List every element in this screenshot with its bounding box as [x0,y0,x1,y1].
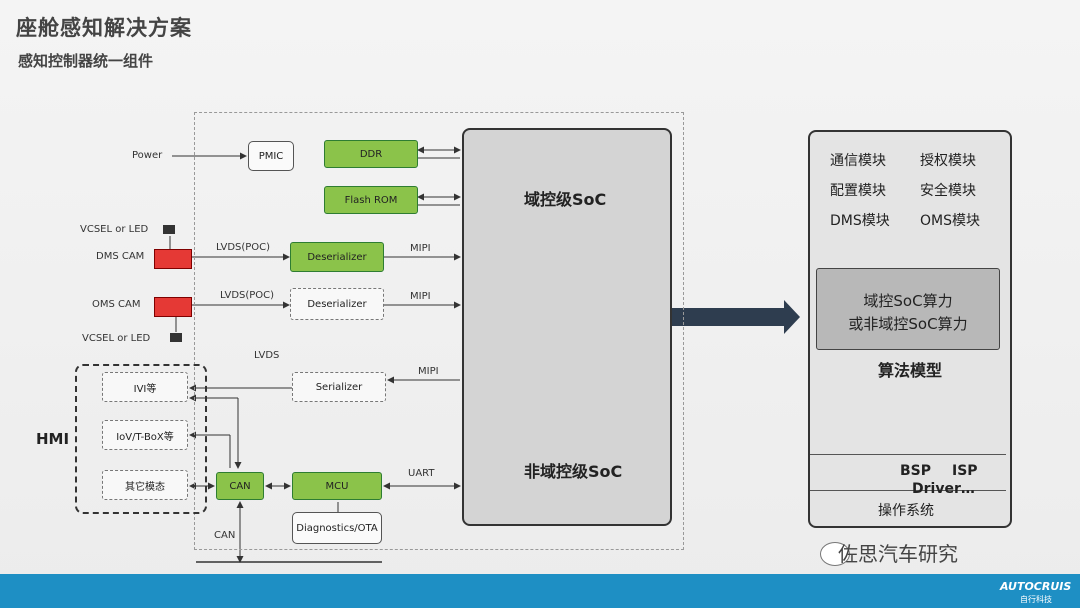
vcsel-bottom-label: VCSEL or LED [82,333,151,344]
isp-label: ISP [952,463,978,479]
compute-line-2: 或非域控SoC算力 [848,315,968,333]
soc-domain-label: 域控级SoC [524,190,607,209]
wechat-icon [820,542,850,566]
pmic-block: PMIC [248,141,294,171]
uart-label: UART [408,468,435,479]
divider-os [810,490,1006,491]
controller-enclosure [194,112,684,550]
brand-logo: AUTOCRUIS [1000,580,1072,593]
divider-bsp [810,454,1006,455]
module-dms: DMS模块 [830,213,890,229]
soc-block [462,128,672,526]
serializer-block: Serializer [292,372,386,402]
ivi-block: IVI等 [102,372,188,402]
lvds-label: LVDS [254,350,280,361]
mipi-label-1: MIPI [410,243,431,254]
deserializer-dms-block: Deserializer [290,242,384,272]
compute-box [816,268,1000,350]
led-icon [170,333,182,342]
hmi-group [75,364,207,514]
flash-rom-block: Flash ROM [324,186,418,214]
hmi-label: HMI [36,430,70,448]
vcsel-top-label: VCSEL or LED [80,224,149,235]
driver-label: Driver… [912,481,975,497]
led-icon [163,225,175,234]
module-security: 安全模块 [920,183,976,199]
mipi-label-3: MIPI [418,366,439,377]
other-modality-block: 其它模态 [102,470,188,500]
diagnostics-ota-block: Diagnostics/OTA [292,512,382,544]
can-block: CAN [216,472,264,500]
bsp-label: BSP [900,463,932,479]
soc-non-domain-label: 非域控级SoC [524,462,623,481]
mcu-block: MCU [292,472,382,500]
page-subtitle: 感知控制器统一组件 [18,52,154,70]
iov-block: IoV/T-BoX等 [102,420,188,450]
can-bus-label: CAN [214,530,236,541]
footer-bar [0,574,1080,608]
lvds-poc-label-1: LVDS(POC) [216,242,271,253]
page-title: 座舱感知解决方案 [16,16,192,40]
deserializer-oms-block: Deserializer [290,288,384,320]
brand-subtitle: 自行科技 [1020,595,1052,604]
ddr-block: DDR [324,140,418,168]
os-label: 操作系统 [878,503,934,519]
oms-cam-label: OMS CAM [92,299,141,310]
module-oms: OMS模块 [920,213,980,229]
module-auth: 授权模块 [920,153,976,169]
algorithm-label: 算法模型 [878,361,943,380]
mipi-label-2: MIPI [410,291,431,302]
power-label: Power [132,150,163,161]
module-comm: 通信模块 [830,153,886,169]
lvds-poc-label-2: LVDS(POC) [220,290,275,301]
dms-cam-label: DMS CAM [96,251,145,262]
dms-camera-icon [154,249,192,269]
oms-camera-icon [154,297,192,317]
module-config: 配置模块 [830,183,886,199]
compute-line-1: 域控SoC算力 [863,292,953,310]
wechat-account: 佐思汽车研究 [838,542,958,566]
